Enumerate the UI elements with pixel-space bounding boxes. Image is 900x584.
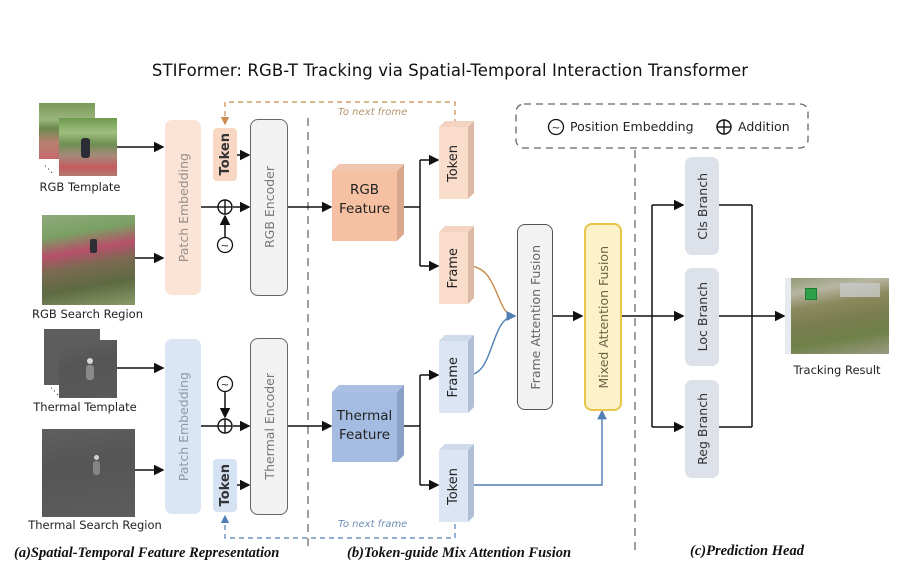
rgb-template-image xyxy=(59,118,117,176)
svg-text:~: ~ xyxy=(221,380,229,391)
position-embedding-legend-icon: ~ xyxy=(547,118,565,136)
addition-icon xyxy=(217,199,233,215)
thermal-patch-embedding: Patch Embedding xyxy=(165,339,201,514)
mixed-attention-fusion: Mixed Attention Fusion xyxy=(584,223,622,411)
ellipsis-icon: ⋱ xyxy=(44,165,53,175)
rgb-token-out-prism xyxy=(439,121,474,199)
thermal-encoder: Thermal Encoder xyxy=(250,338,288,515)
reg-branch: Reg Branch xyxy=(685,380,719,478)
rgb-search-label: RGB Search Region xyxy=(32,307,143,321)
thermal-feature-cube xyxy=(332,385,404,462)
thermal-next-frame-label: To next frame xyxy=(338,519,408,530)
rgb-frame-out: Frame xyxy=(446,247,461,289)
svg-text:~: ~ xyxy=(221,241,229,252)
thermal-token-out-prism xyxy=(439,444,474,522)
legend-box xyxy=(515,103,809,149)
thermal-token-out: Token xyxy=(446,467,461,505)
rgb-feedback-loop xyxy=(220,101,456,126)
rgb-feature-cube xyxy=(332,164,404,241)
rgb-token: Token xyxy=(213,128,237,181)
svg-text:~: ~ xyxy=(552,123,560,134)
thermal-frame-out-prism xyxy=(439,335,474,413)
tracking-result-label: Tracking Result xyxy=(793,363,881,377)
rgb-token-out: Token xyxy=(446,144,461,182)
thermal-search-label: Thermal Search Region xyxy=(28,518,162,532)
legend-addition: Addition xyxy=(738,119,790,134)
section-a-caption: (a)Spatial-Temporal Feature Representati… xyxy=(14,545,280,561)
addition-icon xyxy=(217,418,233,434)
rgb-encoder: RGB Encoder xyxy=(250,119,288,296)
rgb-template-label: RGB Template xyxy=(39,180,121,194)
section-c-caption: (c)Prediction Head xyxy=(690,543,804,559)
position-embedding-icon: ~ xyxy=(216,236,234,254)
thermal-frame-out: Frame xyxy=(446,356,461,398)
loc-branch: Loc Branch xyxy=(685,268,719,366)
rgb-patch-embedding: Patch Embedding xyxy=(165,120,201,295)
position-embedding-icon: ~ xyxy=(216,375,234,393)
diagram-title: STIFormer: RGB-T Tracking via Spatial-Te… xyxy=(151,61,749,80)
tracking-result-image xyxy=(785,278,889,354)
ellipsis-icon: ⋱ xyxy=(50,387,59,397)
thermal-token: Token xyxy=(213,459,237,512)
thermal-template-image xyxy=(59,340,117,398)
thermal-feedback-loop xyxy=(220,514,456,539)
thermal-search-image xyxy=(42,429,135,517)
cls-branch: Cls Branch xyxy=(685,157,719,255)
rgb-next-frame-label: To next frome xyxy=(338,107,408,118)
legend-position-embedding: Position Embedding xyxy=(570,119,694,134)
frame-attention-fusion: Frame Attention Fusion xyxy=(517,224,553,410)
rgb-frame-out-prism xyxy=(439,226,474,304)
addition-legend-icon xyxy=(716,119,732,135)
thermal-template-label: Thermal Template xyxy=(33,400,137,414)
rgb-search-image xyxy=(42,215,135,305)
section-b-caption: (b)Token-guide Mix Attention Fusion xyxy=(347,545,572,561)
